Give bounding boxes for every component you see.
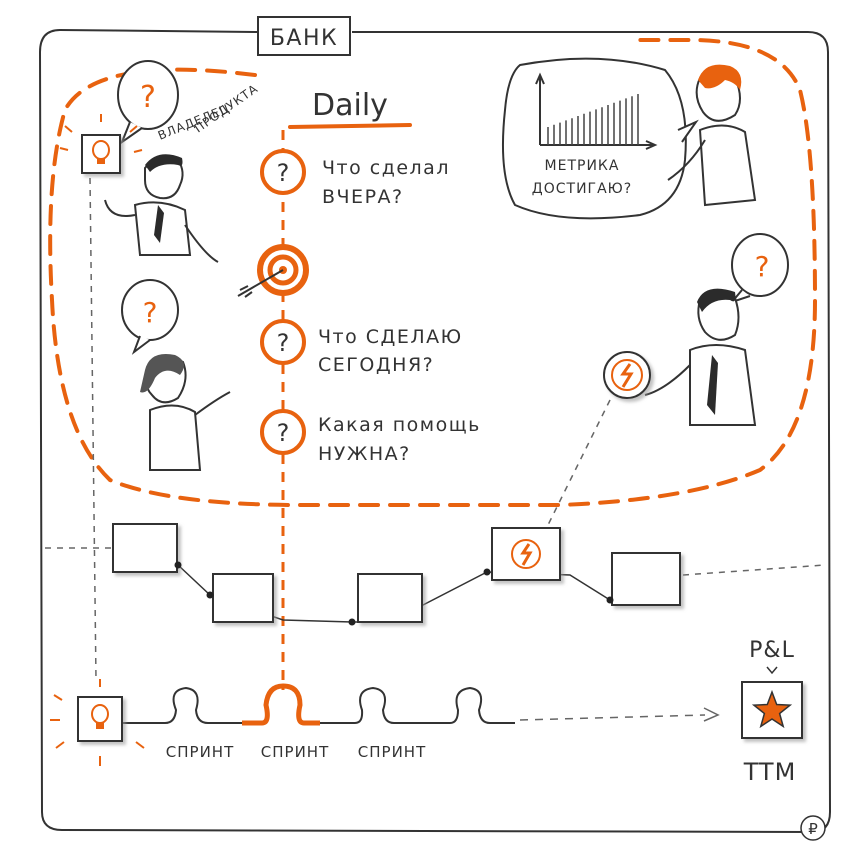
daily-title: Daily (312, 88, 388, 123)
daily-underline (290, 125, 410, 127)
question-3-mark: ? (277, 419, 290, 447)
question-2-mark: ? (277, 329, 290, 357)
owner-label-line2: ПРОДУКТА (192, 81, 261, 135)
question-3-line2: НУЖНА? (318, 443, 411, 465)
metric-line2: ДОСТИГАЮ? (532, 181, 632, 197)
question-2: ? (262, 321, 304, 363)
question-2-line1: Что СДЕЛАЮ (318, 326, 463, 348)
question-2-line2: СЕГОДНЯ? (318, 354, 434, 376)
pl-label: P&L (749, 638, 795, 663)
question-1-line2: ВЧЕРА? (322, 186, 404, 208)
task-box-5 (612, 553, 680, 605)
sprint-timeline (120, 686, 718, 723)
question-3-line1: Какая помощь (318, 414, 481, 436)
question-1-mark: ? (277, 159, 290, 187)
bank-label: БАНК (270, 26, 338, 51)
metric-woman: МЕТРИКА ДОСТИГАЮ? (503, 59, 755, 219)
task-box-3 (358, 574, 422, 622)
man-right-bubble-mark: ? (755, 250, 770, 283)
backlog-right-dash (683, 565, 825, 575)
question-1: ? (262, 151, 304, 193)
task-box-1 (113, 524, 177, 572)
question-3: ? (262, 411, 304, 453)
sprint-label-2: СПРИНТ (261, 743, 329, 761)
team-member-man-right: ? (604, 234, 788, 425)
sprint-label-1: СПРИНТ (166, 743, 234, 761)
owner-bubble-mark: ? (140, 80, 156, 115)
woman-bubble-mark: ? (143, 296, 158, 329)
team-member-woman: ? (122, 280, 230, 470)
ruble-mark: ₽ (808, 820, 818, 838)
ttm-label: TTM (743, 758, 797, 786)
star-goal-icon (742, 682, 802, 738)
question-1-line1: Что сделал (322, 157, 450, 179)
metric-line1: МЕТРИКА (545, 158, 620, 174)
owner-dashed-link (90, 178, 96, 680)
target-icon (238, 247, 306, 297)
task-flow (113, 524, 680, 626)
pl-pointer (767, 667, 777, 673)
task-box-2 (213, 574, 273, 622)
sprint-label-3: СПРИНТ (358, 743, 426, 761)
